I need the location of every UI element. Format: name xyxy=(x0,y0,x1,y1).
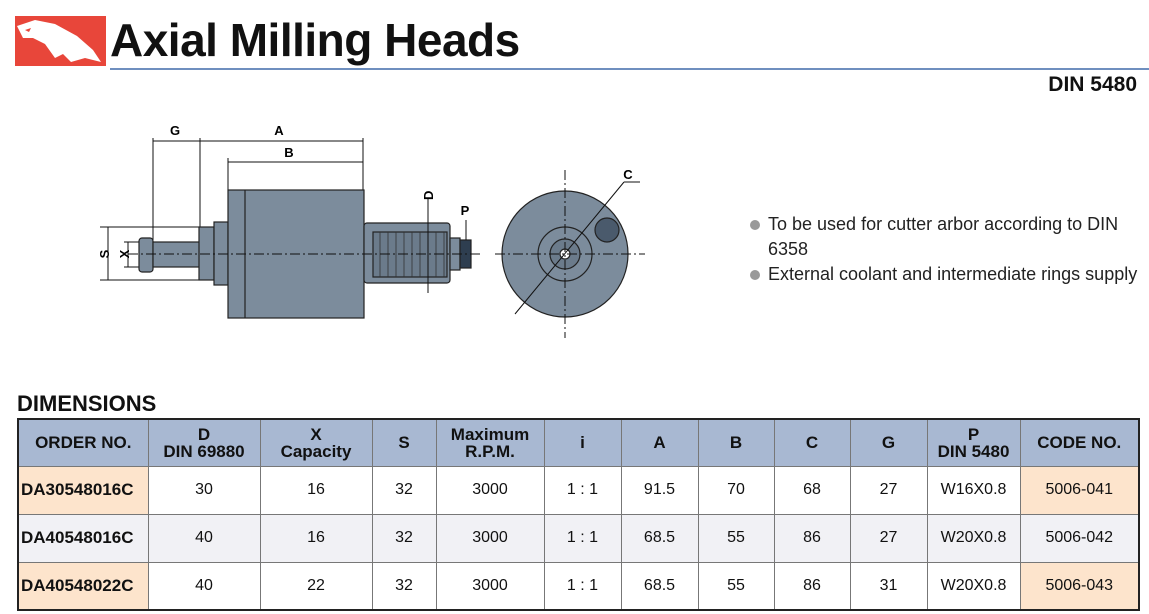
code-number-cell: 5006-041 xyxy=(1019,465,1140,515)
table-cell: 1 : 1 xyxy=(543,561,622,611)
table-cell: 27 xyxy=(849,513,928,563)
table-cell: 68.5 xyxy=(620,513,699,563)
page-title: Axial Milling Heads xyxy=(110,14,520,66)
table-cell: 40 xyxy=(147,561,261,611)
column-header-line: Capacity xyxy=(280,441,352,461)
title-underline xyxy=(110,68,1149,70)
dim-label-c: C xyxy=(623,167,633,182)
table-cell: 1 : 1 xyxy=(543,513,622,563)
table-cell: 16 xyxy=(259,513,373,563)
table-cell: 86 xyxy=(773,561,851,611)
column-header-line: ORDER NO. xyxy=(35,433,132,453)
column-header: i xyxy=(543,418,622,467)
table-cell: 55 xyxy=(697,513,775,563)
dimensions-heading: DIMENSIONS xyxy=(17,391,157,416)
table-cell: W20X0.8 xyxy=(926,513,1021,563)
table-cell: 16 xyxy=(259,465,373,515)
column-header-line: P xyxy=(967,424,980,444)
column-header-line: A xyxy=(653,433,666,453)
column-header-line: G xyxy=(881,433,896,453)
column-header: B xyxy=(697,418,775,467)
order-number-cell: DA40548016C xyxy=(17,513,149,563)
table-cell: 30 xyxy=(147,465,261,515)
column-header: A xyxy=(620,418,699,467)
technical-drawing: G A B D P S X C xyxy=(97,123,645,338)
dim-label-p: P xyxy=(461,203,470,218)
column-header-line: S xyxy=(398,433,410,453)
table-cell: 91.5 xyxy=(620,465,699,515)
table-cell: 70 xyxy=(697,465,775,515)
table-cell: 3000 xyxy=(435,561,545,611)
table-cell: 27 xyxy=(849,465,928,515)
standard-label: DIN 5480 xyxy=(1048,73,1137,96)
dim-label-d: D xyxy=(421,191,436,200)
code-number-cell: 5006-043 xyxy=(1019,561,1140,611)
column-header-line: X xyxy=(310,424,322,444)
dim-label-x: X xyxy=(117,249,132,258)
eagle-logo xyxy=(15,16,106,66)
dim-label-g: G xyxy=(170,123,180,138)
column-header-line: i xyxy=(580,433,585,453)
column-header-line: DIN 69880 xyxy=(163,441,245,461)
table-cell: 32 xyxy=(371,513,437,563)
feature-item: External coolant and intermediate rings … xyxy=(748,262,1149,287)
table-cell: W16X0.8 xyxy=(926,465,1021,515)
table-cell: 32 xyxy=(371,561,437,611)
column-header: G xyxy=(849,418,928,467)
column-header: C xyxy=(773,418,851,467)
column-header-line: D xyxy=(197,424,211,444)
table-cell: 86 xyxy=(773,513,851,563)
table-cell: 32 xyxy=(371,465,437,515)
column-header: S xyxy=(371,418,437,467)
table-cell: 31 xyxy=(849,561,928,611)
table-cell: 55 xyxy=(697,561,775,611)
table-cell: 40 xyxy=(147,513,261,563)
order-number-cell: DA40548022C xyxy=(17,561,149,611)
dim-label-s: S xyxy=(97,249,112,258)
table-cell: W20X0.8 xyxy=(926,561,1021,611)
column-header-line: CODE NO. xyxy=(1037,433,1122,453)
table-cell: 22 xyxy=(259,561,373,611)
table-cell: 68.5 xyxy=(620,561,699,611)
column-header-line: C xyxy=(805,433,819,453)
column-header-line: Maximum xyxy=(450,424,530,444)
code-number-cell: 5006-042 xyxy=(1019,513,1140,563)
feature-item: To be used for cutter arbor according to… xyxy=(748,212,1149,262)
order-number-cell: DA30548016C xyxy=(17,465,149,515)
table-cell: 68 xyxy=(773,465,851,515)
column-header: CODE NO. xyxy=(1019,418,1140,467)
column-header-line: R.P.M. xyxy=(465,441,515,461)
column-header: ORDER NO. xyxy=(17,418,149,467)
feature-list: To be used for cutter arbor according to… xyxy=(748,212,1149,287)
dim-label-a: A xyxy=(274,123,284,138)
table-cell: 3000 xyxy=(435,465,545,515)
table-cell: 1 : 1 xyxy=(543,465,622,515)
column-header-line: B xyxy=(729,433,743,453)
dim-label-b: B xyxy=(284,145,293,160)
column-header-line: DIN 5480 xyxy=(937,441,1010,461)
table-cell: 3000 xyxy=(435,513,545,563)
